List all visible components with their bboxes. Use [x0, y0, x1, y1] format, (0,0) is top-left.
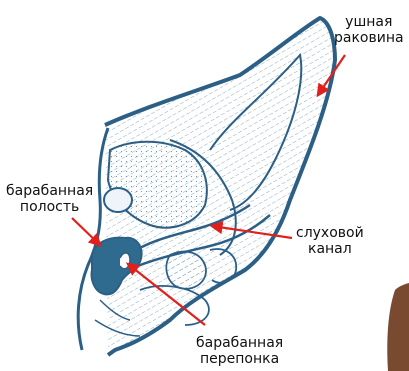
label-auricle-line2: раковина — [334, 30, 404, 46]
label-auricle-line1: ушная — [334, 14, 404, 30]
label-tympanic-cavity-line1: барабанная — [6, 183, 93, 199]
label-tympanic-cavity: барабанная полость — [6, 183, 93, 215]
arrow-tympanic-cavity — [72, 218, 100, 245]
label-eardrum-line2: перепонка — [196, 351, 283, 367]
label-eardrum: барабанная перепонка — [196, 335, 283, 367]
label-tympanic-cavity-line2: полость — [6, 199, 93, 215]
label-eardrum-line1: барабанная — [196, 335, 283, 351]
bulla-small — [104, 188, 132, 212]
photo-corner — [387, 283, 409, 371]
label-auricle: ушная раковина — [334, 14, 404, 46]
label-ear-canal-line1: слуховой — [296, 225, 364, 241]
eardrum-shape — [120, 253, 130, 269]
label-ear-canal-line2: канал — [296, 241, 364, 257]
label-ear-canal: слуховой канал — [296, 225, 364, 257]
